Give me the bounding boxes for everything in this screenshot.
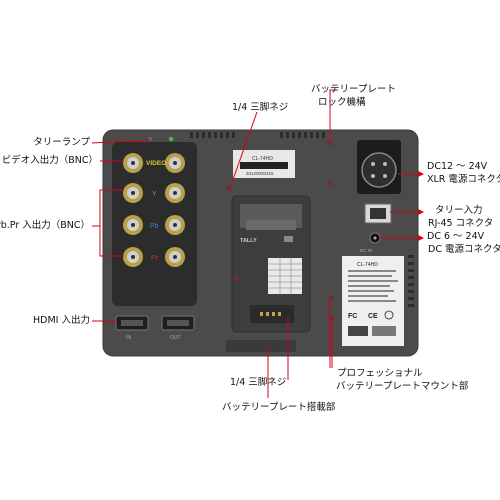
hdmi-label-out: OUT (170, 335, 181, 341)
dc-label: DC IN (360, 248, 372, 253)
label-tally-lamp: タリーランプ (33, 137, 90, 148)
label-battery-mount: バッテリープレート搭載部 (222, 402, 336, 413)
label-hdmi-io: HDMI 入出力 (33, 315, 90, 326)
label-video-io: ビデオ入出力（BNC） (1, 155, 98, 166)
leader-lines (91, 89, 420, 398)
model-label: CL-74HD (252, 156, 273, 162)
label-dc-in-1: DC 6 〜 24V (427, 231, 485, 242)
bnc-pb-left (123, 215, 143, 235)
label-dc-xlr-2: XLR 電源コネクタ (427, 174, 500, 185)
label-pro-mount-1: プロフェッショナル (337, 368, 423, 379)
label-tripod-bottom: 1/4 三脚ネジ (230, 377, 287, 388)
label-battery-lock-2: ロック機構 (318, 97, 366, 108)
panel-label-y: Y (152, 191, 157, 198)
bnc-video-left (123, 153, 143, 173)
tally-text: TALLY (240, 238, 257, 244)
model-serial: 20120020415 (246, 171, 274, 176)
bnc-pr-left (123, 247, 143, 267)
label-tally-in-1: タリー入力 (435, 205, 483, 216)
tally-led-green (168, 136, 174, 142)
label-ypbpr-io: Y.Pb.Pr 入出力（BNC） (0, 220, 90, 231)
bnc-connectors (123, 153, 185, 267)
hdmi-ports (115, 315, 195, 331)
label-battery-lock-1: バッテリープレート (311, 84, 396, 95)
label-dc-in-2: DC 電源コネクタ (428, 244, 500, 255)
top-vents (190, 132, 325, 138)
spec-title: CL-74HD (357, 262, 378, 268)
panel-label-video: VIDEO (146, 160, 166, 167)
spec-badge-ce: CE (368, 313, 378, 320)
label-pro-mount-2: バッテリープレートマウント部 (336, 381, 469, 392)
label-tripod-top: 1/4 三脚ネジ (232, 102, 289, 113)
bnc-video-right (165, 153, 185, 173)
label-tally-in-2: RJ-45 コネクタ (428, 218, 494, 229)
label-dc-xlr-1: DC12 〜 24V (427, 161, 488, 172)
side-vents (408, 255, 414, 307)
bnc-pr-right (165, 247, 185, 267)
panel-label-pr: Pr (151, 255, 159, 262)
spec-badge-fcc: FC (348, 313, 357, 320)
xlr-connector (361, 152, 397, 188)
panel-label-pb: Pb (150, 223, 159, 230)
bnc-y-left (123, 183, 143, 203)
bnc-y-right (165, 183, 185, 203)
hdmi-label-in: IN (126, 335, 131, 341)
bnc-pb-right (165, 215, 185, 235)
